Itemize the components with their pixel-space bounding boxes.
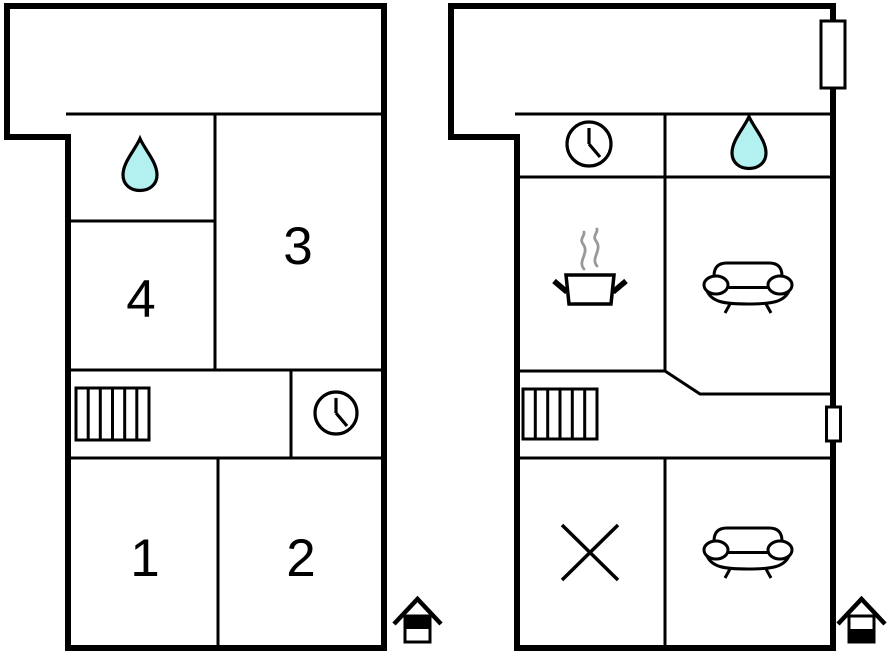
partition-wall <box>515 369 833 396</box>
house-upper-floor-icon <box>392 595 443 644</box>
stairs-icon <box>74 386 151 442</box>
steam-icon <box>593 227 600 268</box>
left-floor-plan: 3 4 1 2 <box>4 3 443 651</box>
clock-icon <box>313 390 359 436</box>
cross-icon <box>560 523 620 582</box>
water-drop-icon <box>121 134 159 193</box>
room-label: 1 <box>130 529 159 588</box>
stairs-icon <box>521 387 599 441</box>
house-ground-floor-icon <box>836 595 887 644</box>
window-icon <box>819 19 847 90</box>
sofa-icon <box>702 261 794 314</box>
window-icon <box>825 405 842 443</box>
sofa-icon <box>702 526 794 579</box>
water-drop-icon <box>730 112 768 171</box>
outer-wall <box>448 3 836 651</box>
room-label: 2 <box>286 529 315 588</box>
clock-icon <box>565 120 613 168</box>
outer-wall <box>4 3 387 651</box>
room-label: 3 <box>283 217 312 276</box>
steam-icon <box>580 230 587 271</box>
right-floor-plan <box>448 3 887 651</box>
room-label: 4 <box>126 270 155 329</box>
kitchen-pot-icon <box>552 227 628 306</box>
